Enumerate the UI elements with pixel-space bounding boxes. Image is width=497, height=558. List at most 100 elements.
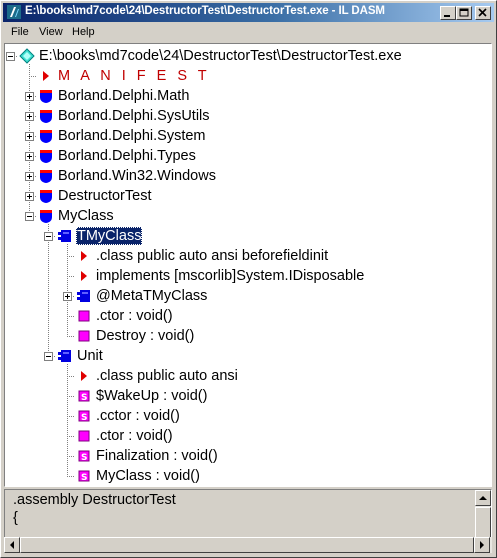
close-icon <box>478 8 487 17</box>
scroll-left-button[interactable] <box>4 537 20 553</box>
tree-node-borland-delphi-system[interactable]: Borland.Delphi.System <box>5 126 491 146</box>
tree-node-destructortest[interactable]: DestructorTest <box>5 186 491 206</box>
title-bar[interactable]: E:\books\md7code\24\DestructorTest\Destr… <box>3 3 494 22</box>
tree-node-label: Borland.Delphi.SysUtils <box>58 108 210 124</box>
static-method-icon: S <box>76 448 92 469</box>
tree-node-label: $WakeUp : void() <box>96 388 208 404</box>
tree-node-label: TMyClass <box>76 227 143 245</box>
collapse-icon[interactable] <box>6 52 15 61</box>
tree-node-label: .class public auto ansi <box>96 368 238 384</box>
tree-node-label: Borland.Delphi.Math <box>58 88 190 104</box>
static-method-icon: S <box>76 408 92 429</box>
menu-view[interactable]: View <box>39 26 63 38</box>
expand-icon[interactable] <box>25 172 34 181</box>
tree-node-manifest[interactable]: M A N I F E S T <box>5 66 491 86</box>
tree-node-label: M A N I F E S T <box>58 68 211 84</box>
expand-icon[interactable] <box>25 92 34 101</box>
text-pane-horizontal-scrollbar[interactable] <box>4 537 492 553</box>
class-icon <box>76 288 92 309</box>
horizontal-scroll-thumb[interactable] <box>20 537 474 553</box>
tree-node-label: Borland.Delphi.System <box>58 128 206 144</box>
tree-node-borland-delphi-sysutils[interactable]: Borland.Delphi.SysUtils <box>5 106 491 126</box>
tree-node-wakeup[interactable]: S$WakeUp : void() <box>5 386 491 406</box>
tree-node-myclass-ns[interactable]: MyClass <box>5 206 491 226</box>
collapse-icon[interactable] <box>44 352 53 361</box>
tree-node-class-decl[interactable]: .class public auto ansi beforefieldinit <box>5 246 491 266</box>
close-button[interactable] <box>475 6 491 20</box>
tree-node-label: MyClass <box>58 208 114 224</box>
tree-node-finalization[interactable]: S Finalization : void() <box>5 446 491 466</box>
collapse-icon[interactable] <box>25 212 34 221</box>
shield-icon <box>38 188 54 209</box>
tree-node-label: E:\books\md7code\24\DestructorTest\Destr… <box>39 48 402 64</box>
static-method-icon: S <box>76 388 92 409</box>
tree-node-label: Finalization : void() <box>96 448 218 464</box>
tree-node-label: implements [mscorlib]System.IDisposable <box>96 268 365 284</box>
expand-icon[interactable] <box>25 112 34 121</box>
scroll-right-button[interactable] <box>474 537 490 553</box>
expand-icon[interactable] <box>25 132 34 141</box>
arrow-up-icon <box>479 496 487 500</box>
shield-icon <box>38 88 54 109</box>
shield-icon <box>38 108 54 129</box>
scroll-up-button[interactable] <box>475 490 491 506</box>
class-icon <box>57 228 73 249</box>
tree-node-metatmyclass[interactable]: @MetaTMyClass <box>5 286 491 306</box>
text-line-1: .assembly DestructorTest <box>13 492 176 508</box>
maximize-button[interactable] <box>456 6 472 20</box>
tree-node-exe[interactable]: E:\books\md7code\24\DestructorTest\Destr… <box>5 46 491 66</box>
tree-node-ctor[interactable]: .ctor : void() <box>5 306 491 326</box>
text-line-2: { <box>13 510 18 526</box>
minimize-button[interactable] <box>440 6 456 20</box>
maximize-icon <box>459 8 469 17</box>
expand-icon[interactable] <box>63 292 72 301</box>
ildasm-app-icon <box>7 5 21 19</box>
method-icon <box>76 308 92 329</box>
disassembly-text-pane[interactable]: .assembly DestructorTest { <box>4 489 492 540</box>
tree-node-label: Destroy : void() <box>96 328 195 344</box>
svg-text:S: S <box>81 473 87 483</box>
expand-icon[interactable] <box>25 192 34 201</box>
red-triangle-icon <box>76 368 92 389</box>
svg-text:S: S <box>81 453 87 463</box>
assembly-tree[interactable]: E:\books\md7code\24\DestructorTest\Destr… <box>4 43 492 487</box>
tree-node-borland-delphi-types[interactable]: Borland.Delphi.Types <box>5 146 491 166</box>
class-icon <box>57 348 73 369</box>
menu-file[interactable]: File <box>11 26 29 38</box>
tree-node-destroy[interactable]: Destroy : void() <box>5 326 491 346</box>
tree-node-implements[interactable]: implements [mscorlib]System.IDisposable <box>5 266 491 286</box>
tree-node-unit[interactable]: Unit <box>5 346 491 366</box>
tree-node-label: Borland.Win32.Windows <box>58 168 216 184</box>
method-icon <box>76 328 92 349</box>
tree-node-label: .class public auto ansi beforefieldinit <box>96 248 329 264</box>
tree-node-label: Borland.Delphi.Types <box>58 148 196 164</box>
collapse-icon[interactable] <box>44 232 53 241</box>
shield-icon <box>38 168 54 189</box>
tree-node-label: .ctor : void() <box>96 428 173 444</box>
diamond-icon <box>19 48 35 69</box>
tree-node-label: .cctor : void() <box>96 408 180 424</box>
svg-text:S: S <box>81 413 87 423</box>
tree-node-tmyclass[interactable]: TMyClass <box>5 226 491 246</box>
text-pane-vertical-scrollbar[interactable] <box>475 490 491 539</box>
static-method-icon: S <box>76 468 92 486</box>
arrow-right-icon <box>480 541 484 549</box>
tree-node-borland-win32-windows[interactable]: Borland.Win32.Windows <box>5 166 491 186</box>
red-triangle-icon <box>76 268 92 289</box>
tree-node-label: DestructorTest <box>58 188 152 204</box>
shield-icon <box>38 208 54 229</box>
tree-node-unit-class-decl[interactable]: .class public auto ansi <box>5 366 491 386</box>
minimize-icon <box>444 15 450 17</box>
method-icon <box>76 428 92 449</box>
menu-help[interactable]: Help <box>72 26 95 38</box>
tree-node-unit-ctor[interactable]: .ctor : void() <box>5 426 491 446</box>
shield-icon <box>38 128 54 149</box>
tree-node-label: .ctor : void() <box>96 308 173 324</box>
tree-node-cctor[interactable]: S .cctor : void() <box>5 406 491 426</box>
expand-icon[interactable] <box>25 152 34 161</box>
scroll-thumb[interactable] <box>475 507 491 539</box>
shield-icon <box>38 148 54 169</box>
tree-node-borland-delphi-math[interactable]: Borland.Delphi.Math <box>5 86 491 106</box>
